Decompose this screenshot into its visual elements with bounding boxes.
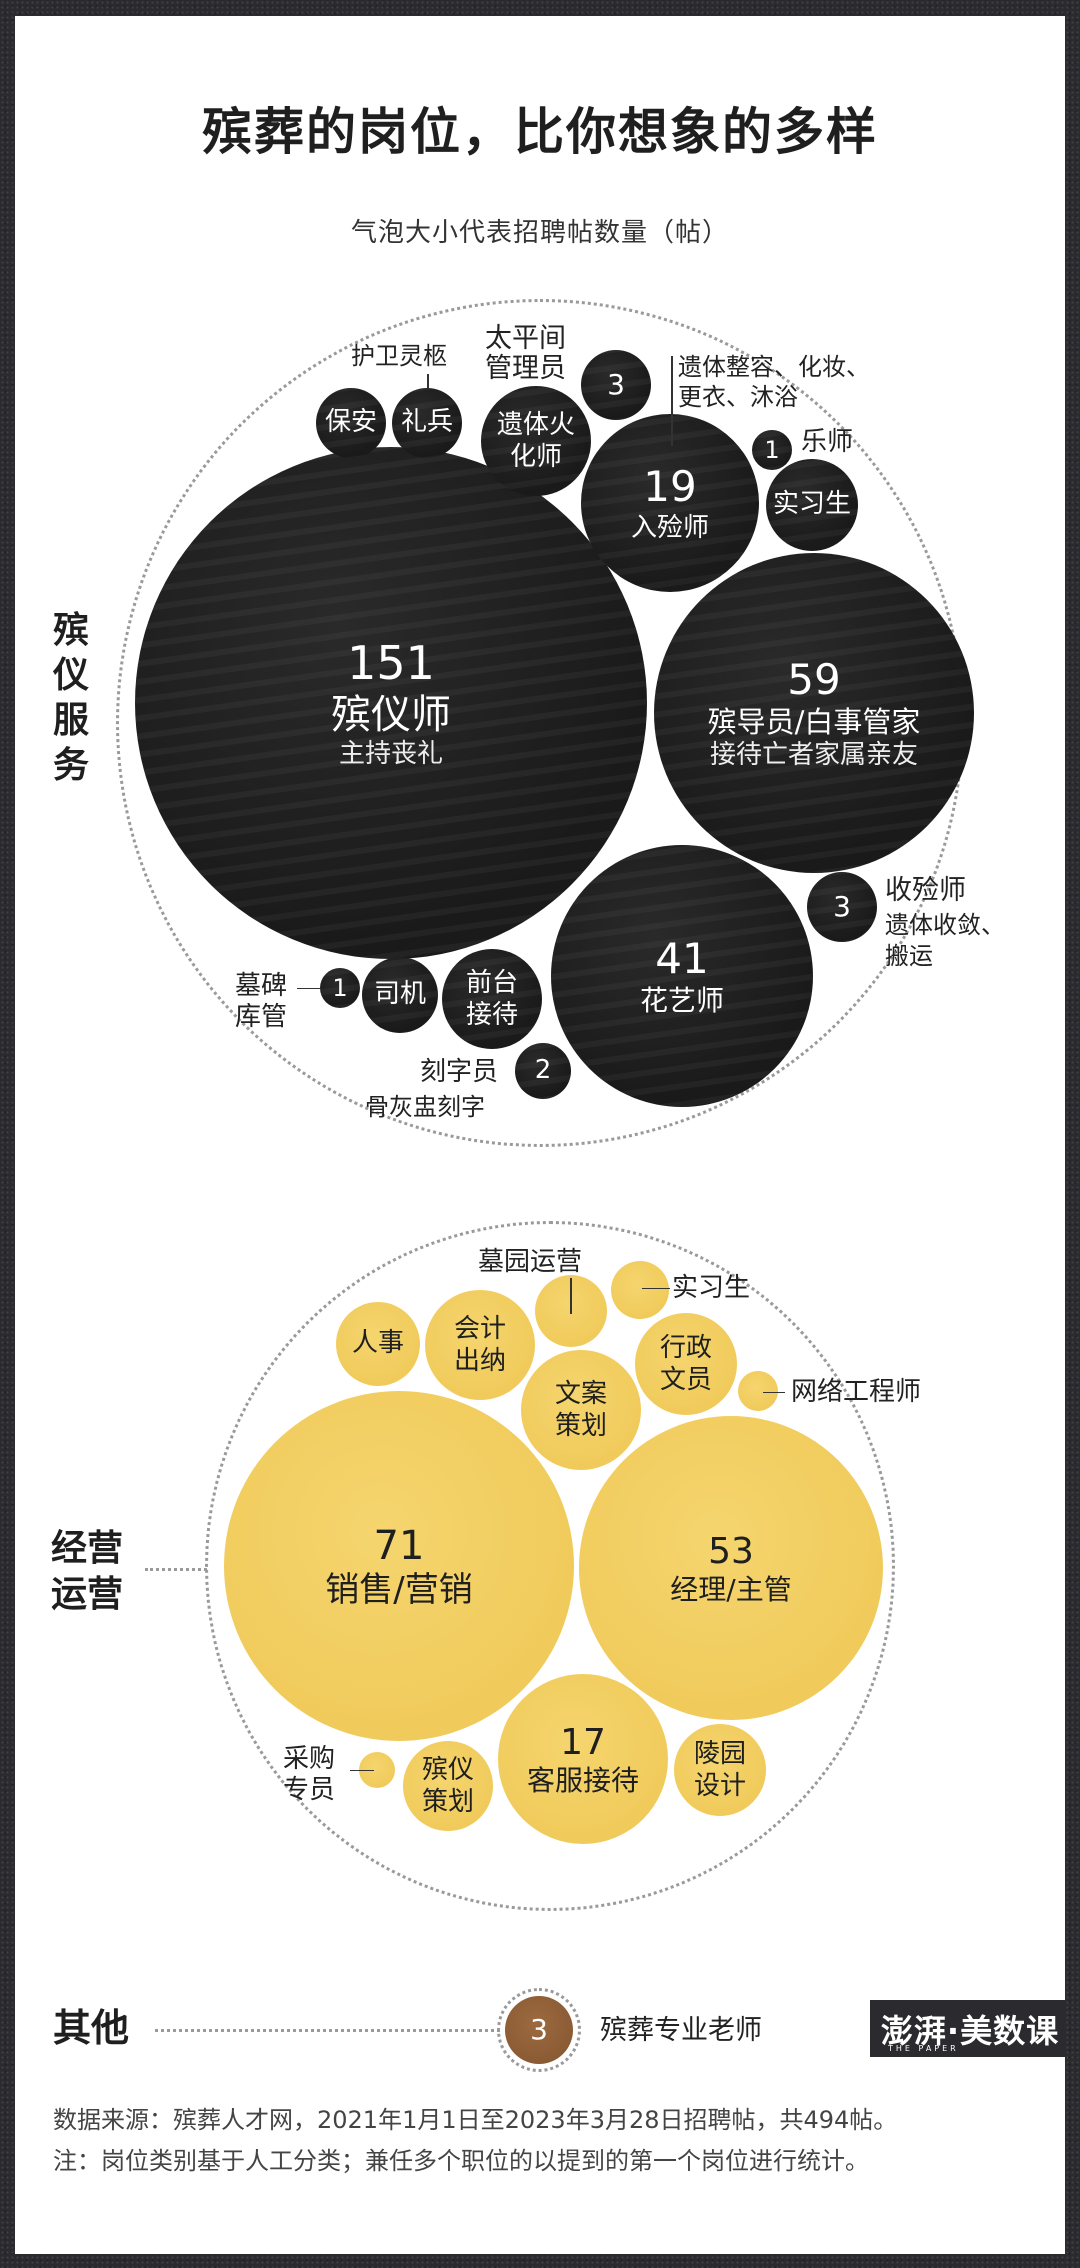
bubble-funeral-planning: 殡仪策划 (403, 1741, 493, 1831)
bubble-label: 人事 (351, 1328, 404, 1359)
bubble-desc: 接待亡者家属亲友 (709, 740, 918, 770)
bubble-ops-intern (611, 1261, 669, 1319)
bubble-label: 销售/营销 (325, 1569, 473, 1610)
brand-logo: 澎湃·美数课 THE PAPER (870, 2000, 1065, 2057)
bubble-guide: 59 殡导员/白事管家 接待亡者家属亲友 (654, 553, 974, 873)
page-title: 殡葬的岗位，比你想象的多样 (202, 103, 878, 161)
bubble-customer-service: 17 客服接待 (498, 1674, 668, 1844)
bubble-label: 客服接待 (526, 1763, 639, 1797)
callout-cemetery-ops: 墓园运营 (478, 1247, 583, 1277)
leader-line (427, 374, 429, 388)
bubble-label: 会计出纳 (453, 1314, 506, 1376)
bubble-label: 花艺师 (639, 984, 724, 1018)
callout-engraver: 刻字员 (420, 1057, 499, 1087)
leader-line (350, 1770, 374, 1771)
bubble-label: 前台接待 (465, 968, 518, 1030)
other-connector (155, 2029, 500, 2032)
callout-procurement: 采购专员 (283, 1744, 336, 1805)
bubble-collector: 3 (807, 872, 877, 942)
leader-line (763, 1392, 785, 1393)
logo-subtext: THE PAPER (888, 2044, 959, 2053)
section-label-operations: 经营运营 (51, 1528, 124, 1615)
bubble-driver: 司机 (362, 957, 438, 1033)
bubble-value: 41 (655, 934, 709, 983)
bubble-label: 入殓师 (630, 512, 709, 543)
bubble-desc: 主持丧礼 (338, 739, 443, 769)
bubble-value: 1 (332, 973, 348, 1002)
bubble-value: 3 (833, 890, 851, 924)
bubble-engraver: 2 (515, 1043, 571, 1099)
bubble-admin: 行政文员 (635, 1313, 737, 1415)
callout-honor-guard-desc: 护卫灵柩 (351, 342, 447, 370)
bubble-cremator: 遗体火化师 (481, 386, 591, 496)
bubble-label: 保安 (324, 407, 377, 438)
bubble-reception: 前台接待 (442, 949, 542, 1049)
bubble-celebrant: 151 殡仪师 主持丧礼 (135, 447, 647, 959)
bubble-value: 151 (347, 635, 435, 690)
bubble-morgue: 3 (581, 350, 651, 420)
callout-tombstone: 墓碑库管 (235, 971, 288, 1032)
infographic-card: 殡葬的岗位，比你想象的多样 气泡大小代表招聘帖数量（帖） 殡仪服务 151 殡仪… (15, 16, 1065, 2254)
bubble-label: 殡导员/白事管家 (707, 705, 921, 740)
bubble-encoffiner: 19 入殓师 (581, 414, 759, 592)
data-source-note: 数据来源：殡葬人才网，2021年1月1日至2023年3月28日招聘帖，共494帖… (53, 2106, 898, 2134)
leader-line (642, 1288, 670, 1289)
bubble-accounting: 会计出纳 (425, 1290, 535, 1400)
operations-connector (145, 1568, 207, 1571)
bubble-honor-guard: 礼兵 (392, 388, 462, 458)
callout-ops-intern: 实习生 (672, 1273, 751, 1303)
bubble-value: 17 (560, 1721, 606, 1763)
footnotes: 数据来源：殡葬人才网，2021年1月1日至2023年3月28日招聘帖，共494帖… (53, 2100, 897, 2182)
bubble-value: 19 (643, 462, 697, 512)
bubble-label: 实习生 (772, 489, 851, 520)
bubble-value: 3 (607, 368, 625, 402)
bubble-value: 3 (530, 2013, 548, 2047)
bubble-label: 遗体火化师 (496, 410, 575, 472)
bubble-tombstone: 1 (320, 968, 360, 1008)
other-group-ring (497, 1988, 581, 2072)
leader-line (297, 988, 321, 989)
bubble-copywriting: 文案策划 (521, 1350, 641, 1470)
operations-group-ring (205, 1221, 895, 1911)
bubble-label: 文案策划 (554, 1379, 607, 1441)
bubble-value: 71 (373, 1522, 425, 1569)
callout-engraver-desc: 骨灰盅刻字 (365, 1093, 485, 1121)
bubble-manager: 53 经理/主管 (579, 1416, 883, 1720)
bubble-teacher: 3 (505, 1996, 573, 2064)
bubble-cemetery-design: 陵园设计 (674, 1724, 766, 1816)
bubble-label: 殡仪师 (331, 692, 451, 738)
bubble-label: 陵园设计 (693, 1739, 746, 1801)
section-label-other: 其他 (53, 2006, 130, 2050)
bubble-musician: 1 (752, 430, 792, 470)
callout-network-engineer: 网络工程师 (791, 1377, 922, 1407)
section-label-funeral-service: 殡仪服务 (53, 610, 90, 786)
method-note: 注：岗位类别基于人工分类；兼任多个职位的以提到的第一个岗位进行统计。 (53, 2146, 869, 2175)
bubble-security: 保安 (316, 388, 386, 458)
bubble-label: 殡仪策划 (421, 1755, 474, 1817)
bubble-label: 礼兵 (400, 407, 453, 438)
leader-line (671, 356, 673, 446)
bubble-label: 经理/主管 (670, 1572, 792, 1606)
bubble-label: 司机 (373, 979, 426, 1010)
leader-line (570, 1278, 572, 1314)
callout-teacher: 殡葬专业老师 (600, 2015, 762, 2046)
callout-collector: 收殓师 (885, 875, 966, 906)
bubble-network-engineer (738, 1371, 778, 1411)
callout-musician: 乐师 (801, 427, 854, 457)
bubble-sales: 71 销售/营销 (224, 1391, 574, 1741)
bubble-label: 行政文员 (659, 1333, 712, 1395)
bubble-value: 53 (708, 1530, 754, 1572)
bubble-florist: 41 花艺师 (551, 845, 813, 1107)
callout-collector-desc: 遗体收敛、搬运 (885, 911, 1005, 970)
chart-subtitle: 气泡大小代表招聘帖数量（帖） (350, 218, 729, 248)
logo-text: 澎湃·美数课 (880, 2011, 1060, 2050)
bubble-value: 2 (534, 1055, 552, 1086)
callout-encoffiner-desc: 遗体整容、化妆、更衣、沐浴 (678, 353, 870, 411)
callout-morgue: 太平间管理员 (485, 323, 566, 384)
bubble-hr: 人事 (336, 1302, 420, 1386)
bubble-value: 1 (764, 435, 780, 464)
bubble-value: 59 (787, 654, 841, 704)
bubble-funeral-intern: 实习生 (766, 459, 858, 551)
